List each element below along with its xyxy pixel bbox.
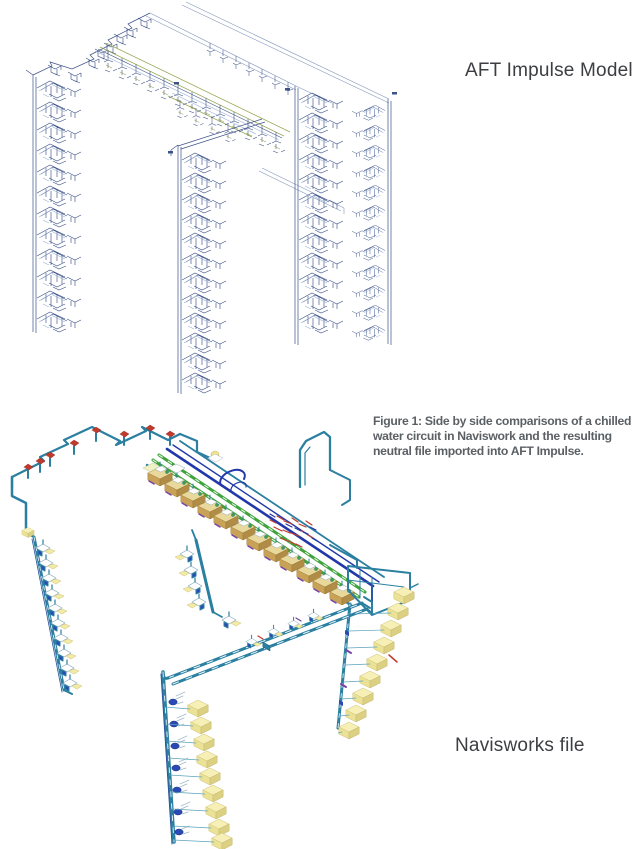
figure-caption: Figure 1: Side by side comparisons of a … xyxy=(373,414,638,460)
caption-line-1: Figure 1: Side by side comparisons of a … xyxy=(373,414,632,428)
aft-piping xyxy=(25,1,390,214)
nav-mid-riser xyxy=(174,529,242,629)
navisworks-diagram xyxy=(10,424,419,849)
aft-model-label: AFT Impulse Model xyxy=(465,60,633,81)
nav-right-riser xyxy=(336,602,409,740)
navisworks-file-label: Navisworks file xyxy=(455,735,585,756)
nav-top-links xyxy=(178,430,351,506)
nav-bottom-riser xyxy=(160,670,233,849)
caption-line-3: neutral file imported into AFT Impulse. xyxy=(373,444,584,459)
nav-header-run xyxy=(10,424,182,490)
nav-red-cluster xyxy=(269,513,318,548)
nav-left-riser xyxy=(10,475,83,695)
caption-line-2: water circuit in Naviswork and the resul… xyxy=(373,429,612,444)
nav-scatter xyxy=(245,608,324,649)
aft-risers xyxy=(32,75,397,394)
nav-fcu-row xyxy=(147,461,355,606)
aft-impulse-diagram xyxy=(25,1,397,394)
nav-long-pipe xyxy=(161,601,373,686)
